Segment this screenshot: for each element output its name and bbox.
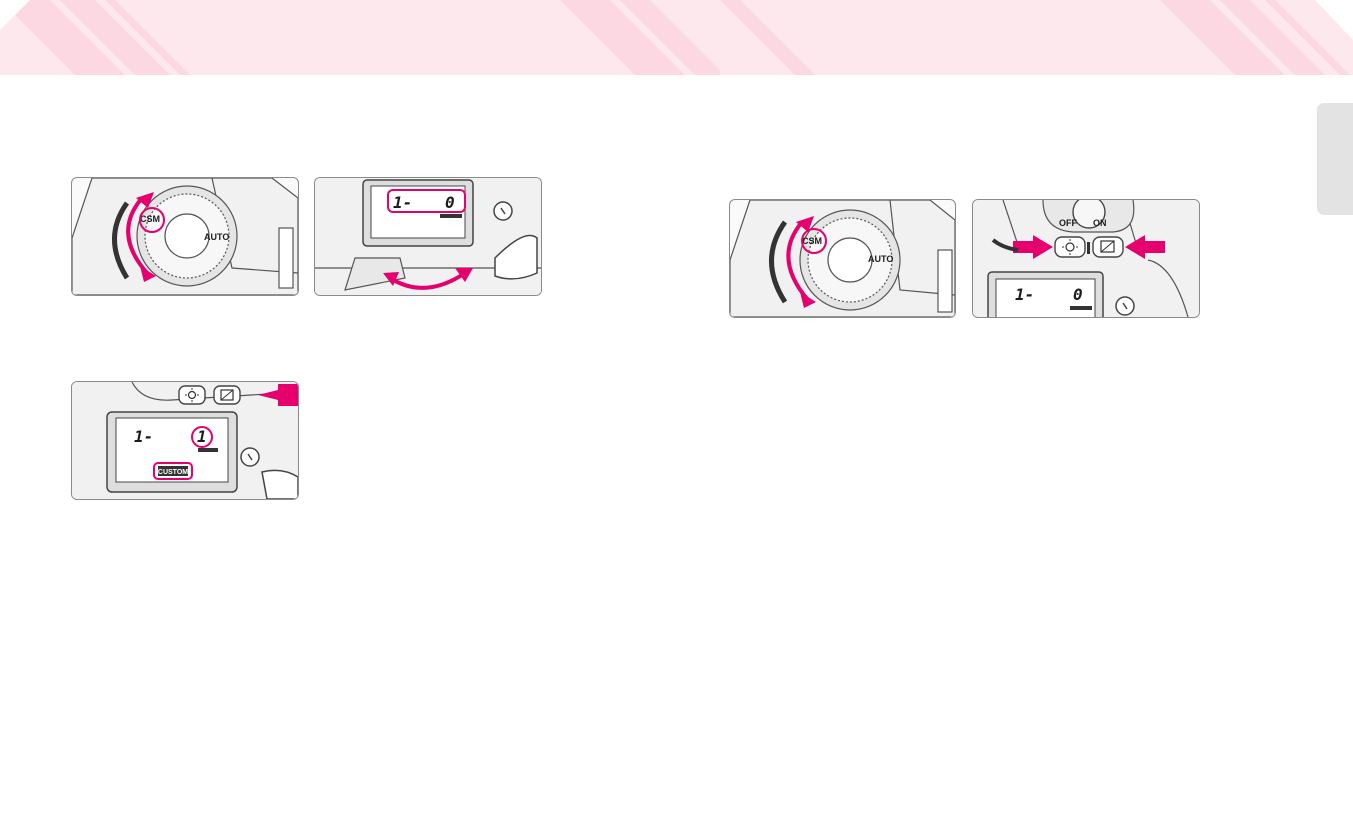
custom-badge: CUSTOM xyxy=(158,469,188,476)
dial-label-csm: CSM xyxy=(140,214,160,224)
lcd-digits-right: 0 xyxy=(1073,285,1083,304)
header-band-right xyxy=(720,0,1353,75)
lcd-digits-right: 1 xyxy=(197,427,207,446)
illustration-exposure-button-custom: 1- 1 CUSTOM xyxy=(71,381,299,500)
dial-label-auto: AUTO xyxy=(868,254,893,264)
dial-label-auto: AUTO xyxy=(204,232,229,242)
section-side-tab xyxy=(1317,103,1353,215)
illustration-mode-dial-right: CSM AUTO xyxy=(729,199,956,318)
illustration-mode-dial-left: CSM AUTO xyxy=(71,177,299,296)
lcd-digits-left: 1- xyxy=(134,427,153,446)
lcd-digits-left: 1- xyxy=(393,193,412,212)
header-band-left xyxy=(0,0,720,75)
power-switch-on: ON xyxy=(1093,218,1107,228)
illustration-lcd-command-dial: 1- 0 xyxy=(314,177,542,296)
power-switch-off: OFF xyxy=(1059,218,1077,228)
illustration-two-button-reset: OFF ON 1- 0 xyxy=(972,199,1200,318)
lcd-digits-right: 0 xyxy=(445,193,455,212)
lcd-digits-left: 1- xyxy=(1015,285,1034,304)
dial-label-csm: CSM xyxy=(802,236,822,246)
